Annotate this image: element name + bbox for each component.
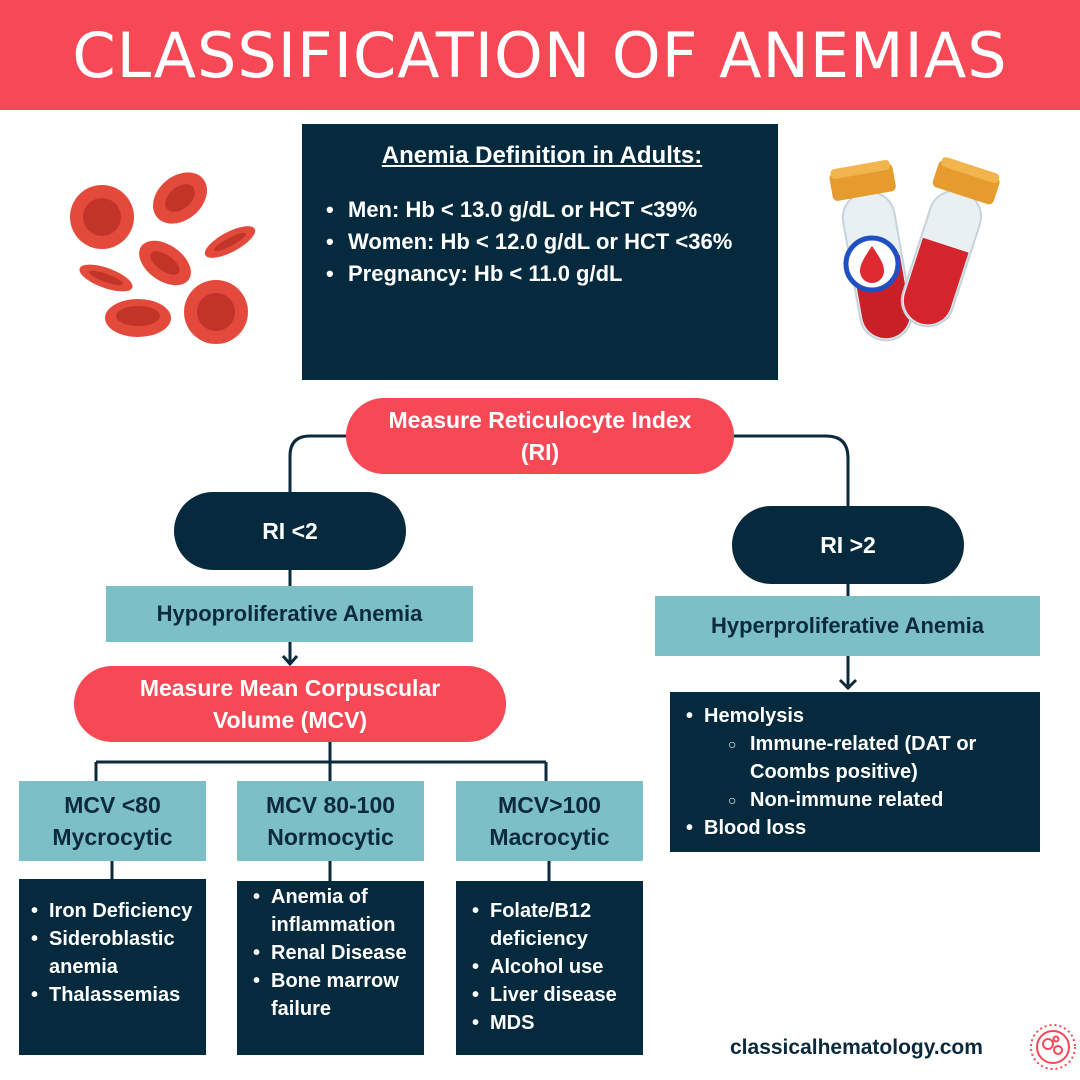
arrow-hyper-to-list bbox=[838, 678, 858, 691]
header-banner: CLASSIFICATION OF ANEMIAS bbox=[0, 0, 1080, 110]
rbc-6 bbox=[105, 299, 171, 337]
ri-high-node: RI >2 bbox=[732, 506, 964, 584]
arrow-hypo-to-mcv bbox=[281, 655, 299, 667]
rbc-4 bbox=[139, 240, 191, 286]
cause-item: Folate/B12 deficiency bbox=[468, 897, 641, 953]
ri-low-node: RI <2 bbox=[174, 492, 406, 570]
rbc-2 bbox=[153, 172, 207, 224]
page-title: CLASSIFICATION OF ANEMIAS bbox=[72, 18, 1008, 92]
cause-item: Iron Deficiency bbox=[27, 897, 202, 925]
reticulocyte-index-node: Measure Reticulocyte Index (RI) bbox=[346, 398, 734, 474]
definition-item: Women: Hb < 12.0 g/dL or HCT <36% bbox=[324, 226, 760, 258]
cause-item: Hemolysis bbox=[682, 702, 1030, 730]
cause-item: Renal Disease bbox=[249, 939, 422, 967]
cause-item: Alcohol use bbox=[468, 953, 641, 981]
microcytic-causes-list: Iron Deficiency Sideroblastic anemia Tha… bbox=[19, 879, 206, 1055]
rbc-7 bbox=[184, 280, 248, 344]
connector-ri-right bbox=[734, 434, 850, 506]
mcv-node: Measure Mean Corpuscular Volume (MCV) bbox=[74, 666, 506, 742]
cause-item: Sideroblastic anemia bbox=[27, 925, 202, 981]
rbc-3 bbox=[204, 226, 256, 258]
website-link[interactable]: classicalhematology.com bbox=[730, 1036, 983, 1059]
hypoproliferative-box: Hypoproliferative Anemia bbox=[106, 586, 473, 642]
cause-subitem: Non-immune related bbox=[682, 786, 1030, 814]
rbc-1 bbox=[70, 185, 134, 249]
hyperproliferative-box: Hyperproliferative Anemia bbox=[655, 596, 1040, 656]
cause-item: MDS bbox=[468, 1009, 641, 1037]
macrocytic-causes-list: Folate/B12 deficiency Alcohol use Liver … bbox=[456, 881, 643, 1055]
hyperproliferative-causes-list: Hemolysis Immune-related (DAT or Coombs … bbox=[670, 692, 1040, 852]
site-logo-icon bbox=[1030, 1024, 1076, 1070]
cause-item: Liver disease bbox=[468, 981, 641, 1009]
connector-ri-left bbox=[288, 434, 346, 492]
cause-item: Thalassemias bbox=[27, 981, 202, 1009]
definition-heading: Anemia Definition in Adults: bbox=[381, 142, 703, 169]
blood-drop-badge bbox=[843, 235, 901, 293]
cause-item: Anemia of inflammation bbox=[249, 883, 422, 939]
definition-list: Men: Hb < 13.0 g/dL or HCT <39% Women: H… bbox=[324, 194, 760, 290]
blood-test-tubes-icon bbox=[829, 157, 1000, 342]
cause-subitem: Immune-related (DAT or Coombs positive) bbox=[682, 730, 1030, 786]
definition-item: Pregnancy: Hb < 11.0 g/dL bbox=[324, 258, 760, 290]
rbc-5 bbox=[79, 264, 133, 292]
cause-item: Bone marrow failure bbox=[249, 967, 422, 1023]
definition-item: Men: Hb < 13.0 g/dL or HCT <39% bbox=[324, 194, 760, 226]
red-blood-cells-illustration bbox=[70, 172, 256, 344]
mcv-microcytic-box: MCV <80 Mycrocytic bbox=[19, 781, 206, 861]
cause-item: Blood loss bbox=[682, 814, 1030, 842]
mcv-macrocytic-box: MCV>100 Macrocytic bbox=[456, 781, 643, 861]
definition-box: Anemia Definition in Adults: Men: Hb < 1… bbox=[302, 124, 778, 380]
normocytic-causes-list: Anemia of inflammation Renal Disease Bon… bbox=[237, 881, 424, 1055]
mcv-normocytic-box: MCV 80-100 Normocytic bbox=[237, 781, 424, 861]
